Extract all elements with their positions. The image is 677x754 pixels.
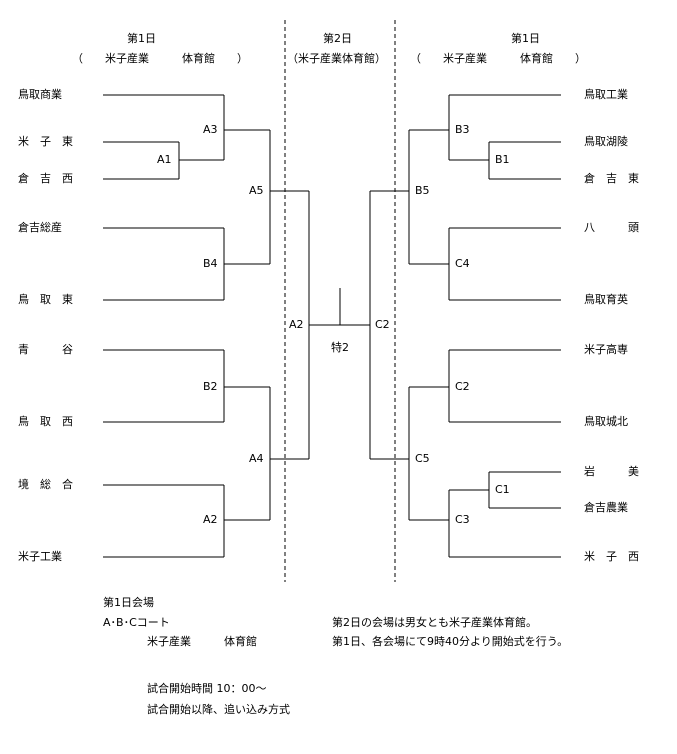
match-label-final: 特2 bbox=[331, 341, 349, 354]
team-left-7: 鳥 取 西 bbox=[18, 415, 73, 428]
left-venue-header: （ 米子産業 体育館 ） bbox=[72, 52, 248, 65]
match-label-c2-center: C2 bbox=[375, 318, 390, 331]
team-left-5: 鳥 取 東 bbox=[18, 293, 73, 306]
team-left-1: 鳥取商業 bbox=[18, 88, 62, 101]
team-right-7: 鳥取城北 bbox=[584, 415, 628, 428]
team-left-3: 倉 吉 西 bbox=[18, 172, 73, 185]
right-bracket bbox=[369, 94, 561, 558]
team-right-1: 鳥取工業 bbox=[584, 88, 628, 101]
match-label-b3: B3 bbox=[455, 123, 470, 136]
team-left-8: 境 総 合 bbox=[18, 478, 73, 491]
match-label-c4: C4 bbox=[455, 257, 470, 270]
note-venue-name: 米子産業 体育館 bbox=[147, 635, 257, 648]
match-label-c2-right: C2 bbox=[455, 380, 470, 393]
match-label-b5: B5 bbox=[415, 184, 430, 197]
match-label-b4: B4 bbox=[203, 257, 218, 270]
match-label-a2-center: A2 bbox=[289, 318, 304, 331]
match-label-c1: C1 bbox=[495, 483, 510, 496]
note-venue-title: 第1日会場 bbox=[103, 596, 154, 609]
team-right-6: 米子高専 bbox=[584, 343, 628, 356]
left-day-header: 第1日 bbox=[127, 32, 156, 45]
note-courts: A･B･Cコート bbox=[103, 616, 170, 629]
team-right-3: 倉 吉 東 bbox=[584, 172, 639, 185]
team-right-5: 鳥取育英 bbox=[584, 293, 628, 306]
match-label-b2-left: B2 bbox=[203, 380, 218, 393]
right-day-header: 第1日 bbox=[511, 32, 540, 45]
team-right-8: 岩 美 bbox=[584, 465, 639, 478]
match-label-a4: A4 bbox=[249, 452, 264, 465]
team-right-2: 鳥取湖陵 bbox=[584, 135, 628, 148]
note-ceremony: 第1日、各会場にて9時40分より開始式を行う。 bbox=[332, 635, 569, 648]
center-venue-header: （米子産業体育館） bbox=[287, 52, 386, 65]
right-venue-header: （ 米子産業 体育館 ） bbox=[410, 52, 586, 65]
match-label-a5: A5 bbox=[249, 184, 264, 197]
team-left-9: 米子工業 bbox=[18, 550, 62, 563]
team-right-10: 米 子 西 bbox=[584, 550, 639, 563]
match-label-a3: A3 bbox=[203, 123, 218, 136]
match-label-c3: C3 bbox=[455, 513, 470, 526]
note-day2: 第2日の会場は男女とも米子産業体育館。 bbox=[332, 616, 537, 629]
note-after-start: 試合開始以降、追い込み方式 bbox=[147, 703, 290, 716]
final-match-lines bbox=[339, 288, 370, 326]
team-left-4: 倉吉総産 bbox=[18, 221, 62, 234]
match-label-c5: C5 bbox=[415, 452, 430, 465]
match-label-a2-left: A2 bbox=[203, 513, 218, 526]
note-start-time: 試合開始時間 10：00～ bbox=[147, 682, 267, 695]
match-label-a1: A1 bbox=[157, 153, 172, 166]
center-day-header: 第2日 bbox=[323, 32, 352, 45]
match-label-b1: B1 bbox=[495, 153, 510, 166]
team-left-6: 青 谷 bbox=[18, 343, 73, 356]
left-bracket bbox=[103, 94, 340, 558]
team-right-4: 八 頭 bbox=[584, 221, 639, 234]
team-right-9: 倉吉農業 bbox=[584, 501, 628, 514]
team-left-2: 米 子 東 bbox=[18, 135, 73, 148]
